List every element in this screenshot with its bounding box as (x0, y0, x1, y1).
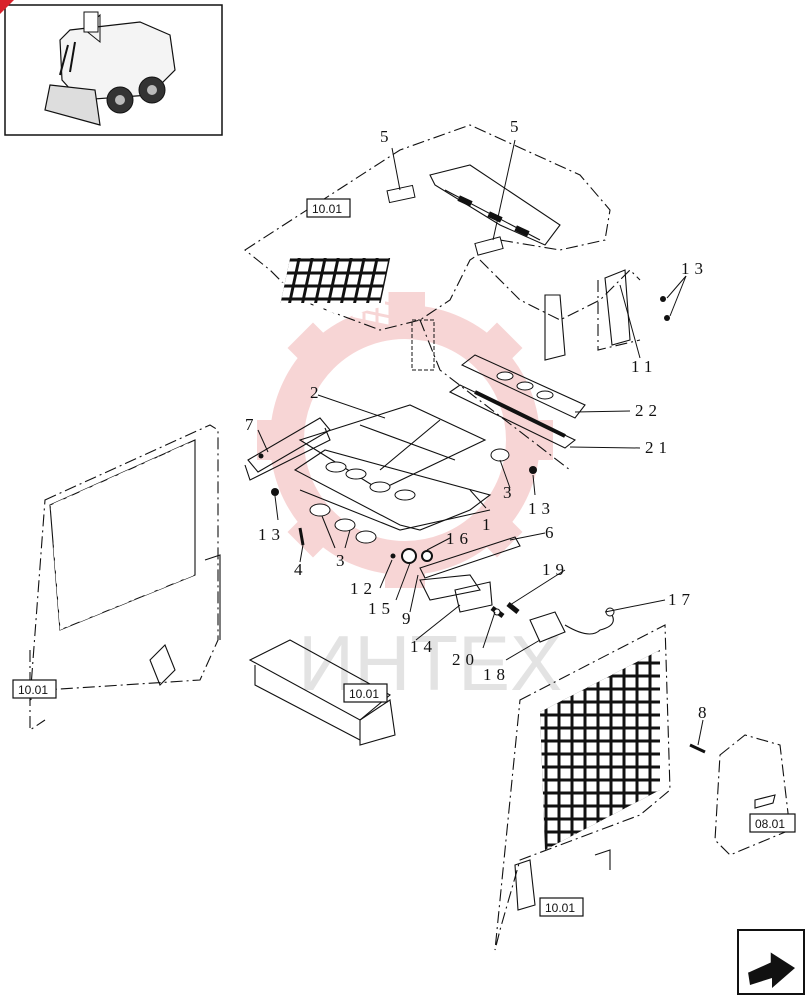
part-7-rail (244, 417, 331, 481)
callout-6: 6 (545, 523, 559, 542)
section-ref-rear-panel[interactable]: 08.01 (749, 813, 796, 833)
roof-panel (244, 124, 641, 471)
callout-19: 19 (542, 560, 569, 579)
section-ref-right-side[interactable]: 10.01 (539, 897, 584, 917)
callout-3-left: 3 (336, 551, 350, 570)
callout-9: 9 (402, 609, 416, 628)
callout-7: 7 (245, 415, 259, 434)
part-22-rail (460, 354, 586, 419)
next-page-arrow-icon[interactable] (737, 929, 805, 995)
part-11-bracket (597, 269, 670, 351)
wiring-harness (490, 602, 615, 643)
skid-steer-loader-icon (44, 11, 176, 126)
part-21-trim (448, 384, 577, 462)
headliner-assembly (293, 404, 492, 531)
svg-text:10.01: 10.01 (312, 202, 342, 216)
callout-5a: 5 (380, 127, 394, 146)
callout-22: 22 (635, 401, 662, 420)
callout-13-top: 13 (681, 259, 708, 278)
callout-4: 4 (294, 560, 308, 579)
callout-21: 21 (645, 438, 672, 457)
callout-13-right: 13 (528, 499, 555, 518)
section-ref-front-bar[interactable]: 10.01 (343, 683, 388, 703)
callout-20: 20 (452, 650, 479, 669)
callout-1: 1 (482, 515, 496, 534)
thumbnail-frame (4, 4, 223, 136)
part-6-bracket (419, 536, 521, 613)
section-ref-left-side[interactable]: 10.01 (12, 679, 57, 699)
small-hardware (271, 466, 537, 564)
svg-text:10.01: 10.01 (349, 687, 379, 701)
front-crossbar (248, 639, 396, 746)
callout-14: 14 (410, 637, 437, 656)
callout-5b: 5 (510, 117, 524, 136)
callout-labels: 5 5 13 11 2 7 22 21 3 13 1 13 3 4 16 6 1… (245, 117, 712, 722)
callout-17: 17 (668, 590, 695, 609)
watermark-text: ИНТЕХ (298, 619, 562, 707)
svg-text:10.01: 10.01 (545, 901, 575, 915)
callout-15: 15 (368, 599, 395, 618)
callout-11: 11 (631, 357, 657, 376)
right-side-screen (494, 624, 671, 951)
callout-8: 8 (698, 703, 712, 722)
svg-text:10.01: 10.01 (18, 683, 48, 697)
callout-3-right: 3 (503, 483, 517, 502)
leader-lines (257, 139, 704, 746)
callout-16: 16 (446, 529, 473, 548)
section-ref-roof[interactable]: 10.01 (306, 198, 351, 218)
callout-18: 18 (483, 665, 510, 684)
left-side-screen (29, 424, 221, 732)
corner-marker (0, 0, 14, 14)
callout-13-left: 13 (258, 525, 285, 544)
svg-text:08.01: 08.01 (755, 817, 785, 831)
callout-2: 2 (310, 383, 324, 402)
callout-12: 12 (350, 579, 377, 598)
rear-panel (689, 734, 791, 856)
